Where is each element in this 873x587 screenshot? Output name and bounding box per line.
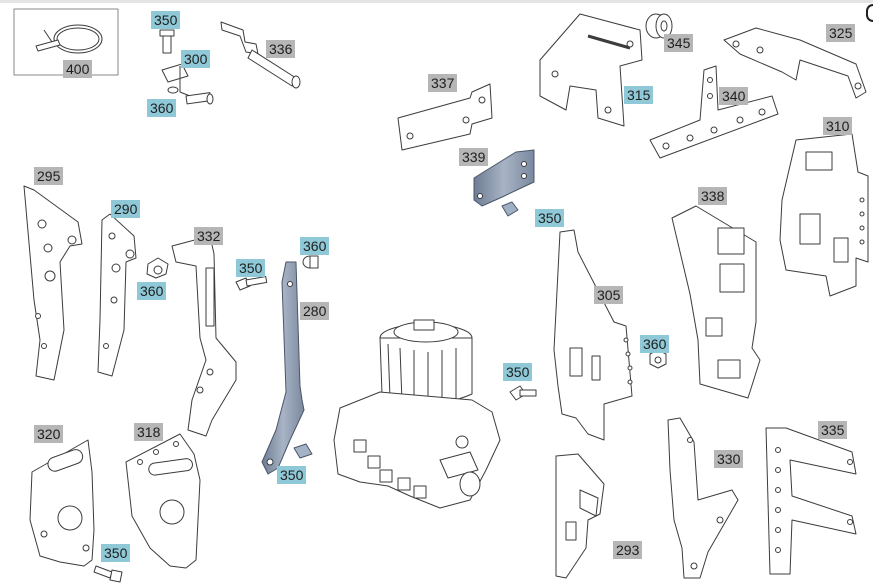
part-337-bracket: [397, 83, 493, 151]
callout-315[interactable]: 315: [624, 86, 654, 104]
part-295-plate: [23, 185, 83, 381]
part-345-bushing: [645, 13, 673, 39]
callout-360-upper[interactable]: 360: [300, 237, 330, 255]
callout-310[interactable]: 310: [823, 117, 853, 135]
callout-339[interactable]: 339: [459, 148, 489, 166]
callout-350-valve[interactable]: 350: [277, 466, 307, 484]
callout-318[interactable]: 318: [134, 423, 164, 441]
callout-350-top[interactable]: 350: [151, 11, 181, 29]
callout-280[interactable]: 280: [300, 302, 330, 320]
part-350-bolt-bottom: [93, 565, 123, 583]
callout-332[interactable]: 332: [194, 227, 224, 245]
callout-320[interactable]: 320: [34, 425, 64, 443]
callout-350-bottom[interactable]: 350: [101, 544, 131, 562]
part-318-plate: [125, 433, 201, 569]
callout-400[interactable]: 400: [63, 60, 93, 78]
part-280-bracket: [261, 261, 313, 475]
part-332-bracket: [171, 235, 237, 437]
callout-300[interactable]: 300: [181, 50, 211, 68]
callout-290[interactable]: 290: [111, 200, 141, 218]
callout-350-left[interactable]: 350: [236, 259, 266, 277]
part-338-plate: [671, 205, 761, 399]
part-293-bracket: [555, 453, 605, 579]
part-339-bracket: [473, 149, 535, 217]
part-valve-assembly: [333, 319, 501, 509]
callout-293[interactable]: 293: [613, 541, 643, 559]
callout-360-top[interactable]: 360: [147, 99, 177, 117]
part-360-nut-left: [146, 257, 169, 279]
callout-305[interactable]: 305: [594, 286, 624, 304]
callout-325[interactable]: 325: [826, 24, 856, 42]
part-340-plate: [649, 65, 779, 159]
callout-337[interactable]: 337: [428, 74, 458, 92]
callout-335[interactable]: 335: [818, 421, 848, 439]
part-315-plate: [539, 13, 643, 127]
part-335-bracket: [765, 427, 857, 575]
part-336-pin-bracket: [220, 21, 301, 89]
part-305-plate: [553, 229, 633, 441]
part-325-bracket: [723, 27, 867, 99]
callout-360-left[interactable]: 360: [137, 282, 167, 300]
part-360-nut-top: [302, 255, 319, 269]
part-310-plate: [779, 133, 869, 297]
part-290-plate: [97, 213, 137, 377]
part-300-bracket-assembly: [159, 29, 214, 105]
part-350-bolt-left: [235, 276, 268, 291]
top-divider: [0, 0, 873, 3]
callout-338[interactable]: 338: [698, 187, 728, 205]
callout-350-mid[interactable]: 350: [535, 209, 565, 227]
callout-350-center[interactable]: 350: [503, 363, 533, 381]
callout-330[interactable]: 330: [714, 450, 744, 468]
callout-345[interactable]: 345: [664, 34, 694, 52]
callout-360-right[interactable]: 360: [640, 335, 670, 353]
part-320-plate: [29, 439, 95, 567]
callout-336[interactable]: 336: [266, 40, 296, 58]
callout-340[interactable]: 340: [719, 87, 749, 105]
callout-295[interactable]: 295: [34, 167, 64, 185]
corner-icon: [866, 4, 873, 22]
part-350-bolt-center: [509, 385, 537, 401]
part-330-bracket: [667, 417, 739, 579]
